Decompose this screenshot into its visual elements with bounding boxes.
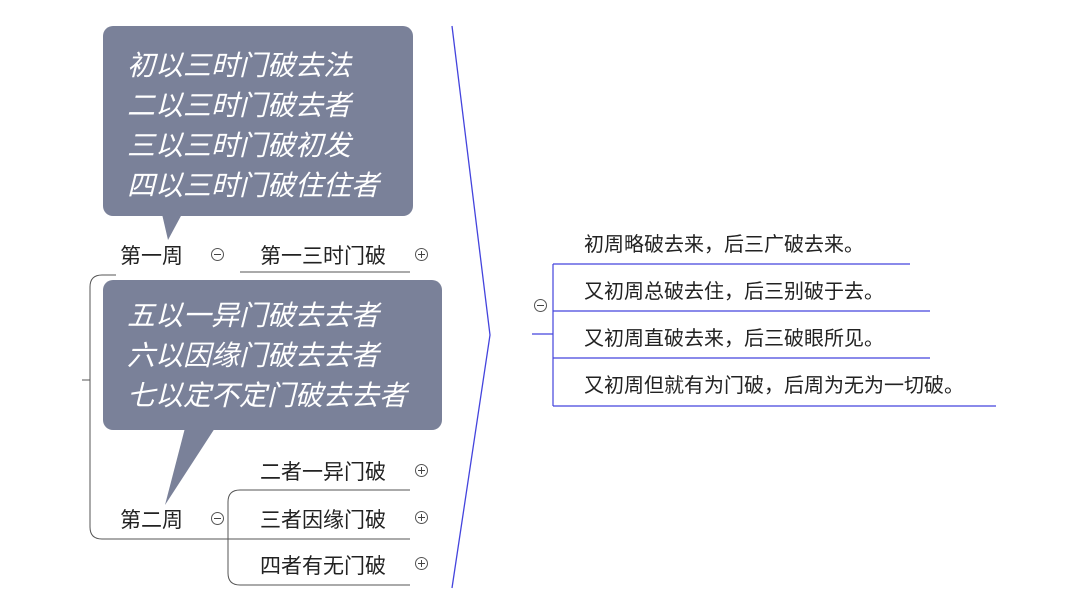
node-week1[interactable]: 第一周 <box>120 244 183 268</box>
right-item[interactable]: 又初周总破去住，后三别破于去。 <box>584 279 884 303</box>
week2-bracket <box>227 489 410 586</box>
expand-icon[interactable] <box>415 464 428 477</box>
callout-first-line: 四以三时门破住住者 <box>127 169 380 202</box>
node-week2-child-3[interactable]: 四者有无门破 <box>260 554 386 578</box>
right-item[interactable]: 又初周直破去来，后三破眼所见。 <box>584 326 884 350</box>
callout-second-line: 六以因缘门破去去者 <box>127 339 380 372</box>
collapse-icon[interactable] <box>534 299 547 312</box>
callout-first: 初以三时门破去法 二以三时门破去者 三以三时门破初发 四以三时门破住住者 <box>103 26 413 216</box>
callout-first-line: 初以三时门破去法 <box>127 49 352 82</box>
callout-tail-first <box>162 214 182 240</box>
callout-second: 五以一异门破去去者 六以因缘门破去去者 七以定不定门破去去者 <box>103 280 442 430</box>
callout-second-line: 七以定不定门破去去者 <box>127 379 408 412</box>
collapse-icon[interactable] <box>211 248 224 261</box>
right-item[interactable]: 初周略破去来，后三广破去来。 <box>584 232 864 256</box>
node-week2-child-1[interactable]: 二者一异门破 <box>260 460 386 484</box>
callout-second-line: 五以一异门破去去者 <box>127 299 380 332</box>
callout-tail-second <box>165 428 215 505</box>
collapse-icon[interactable] <box>211 512 224 525</box>
node-week1-child[interactable]: 第一三时门破 <box>260 244 386 268</box>
right-item[interactable]: 又初周但就有为门破，后周为无为一切破。 <box>584 373 964 397</box>
expand-icon[interactable] <box>415 248 428 261</box>
callout-first-line: 三以三时门破初发 <box>127 129 352 162</box>
callout-first-line: 二以三时门破去者 <box>127 89 352 122</box>
root-bracket <box>89 274 230 540</box>
expand-icon[interactable] <box>415 511 428 524</box>
node-week2-child-2[interactable]: 三者因缘门破 <box>260 508 386 532</box>
node-week2[interactable]: 第二周 <box>120 508 183 532</box>
expand-icon[interactable] <box>415 557 428 570</box>
chevron-bracket <box>451 25 491 589</box>
